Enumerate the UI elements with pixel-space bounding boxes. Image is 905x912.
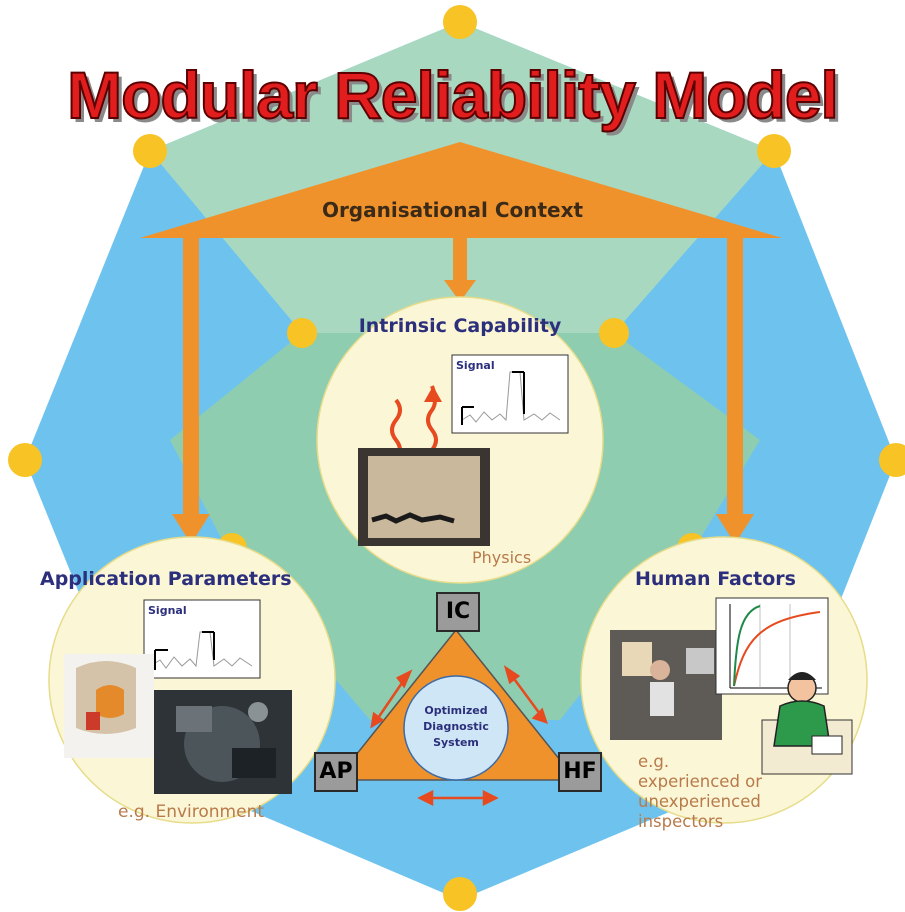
machinery-photo	[154, 690, 292, 794]
application-signal-chart: Signal	[143, 599, 261, 679]
wave-arrow-up-head	[424, 386, 442, 402]
organisational-context-roof	[140, 142, 782, 238]
optimized-system-circle	[403, 675, 509, 781]
physics-caption: Physics	[472, 548, 532, 567]
ap-label-box: AP	[314, 752, 358, 792]
inner-dot-left	[287, 318, 317, 348]
human-caption-line: inspectors	[638, 812, 724, 831]
environment-caption: e.g. Environment	[118, 802, 265, 822]
arrow-right-head-top	[503, 665, 521, 685]
human-caption-line: experienced or	[638, 772, 763, 791]
human-factors-caption: e.g. experienced or unexperienced inspec…	[638, 752, 762, 832]
center-line-1: Optimized	[424, 704, 487, 717]
diagram-title: Modular Reliability Model	[66, 58, 840, 132]
specimen-photo	[358, 448, 490, 546]
arrow-right-head-bottom	[531, 707, 548, 724]
arrow-left-line	[376, 679, 406, 719]
arrow-shaft-center	[453, 236, 467, 282]
vertex-dot-left	[8, 443, 42, 477]
vertex-dot-top	[443, 5, 477, 39]
human-caption-line: e.g.	[638, 752, 670, 771]
arrow-shaft-left	[183, 236, 199, 516]
hf-label-box: HF	[558, 752, 602, 792]
vertex-dot-right	[879, 443, 905, 477]
arrow-head-center	[444, 280, 476, 302]
vertex-dot-top-left	[133, 134, 167, 168]
inner-dot-right	[599, 318, 629, 348]
arrow-right-line	[510, 675, 542, 715]
intrinsic-signal-label: Signal	[456, 359, 495, 372]
vertex-dot-bottom	[443, 877, 477, 911]
human-caption-line: unexperienced	[638, 792, 761, 811]
application-parameters-heading: Application Parameters	[40, 568, 292, 590]
organisational-context-label: Organisational Context	[321, 198, 584, 222]
context-arrows	[172, 236, 754, 544]
vertex-dots	[8, 5, 905, 911]
intrinsic-capability-heading: Intrinsic Capability	[358, 315, 562, 337]
workstation-photo	[610, 630, 722, 740]
component-model-image	[64, 654, 154, 758]
arrow-bottom-head-right	[482, 789, 499, 807]
application-signal-label: Signal	[148, 604, 187, 617]
center-line-2: Diagnostic	[423, 720, 489, 733]
interaction-arrows	[370, 665, 548, 807]
arrow-left-head-bottom	[370, 711, 385, 729]
arrow-shaft-right	[727, 236, 743, 516]
arrow-head-left	[172, 514, 210, 544]
arrow-left-head-top	[396, 669, 413, 689]
human-factors-heading: Human Factors	[635, 568, 796, 590]
inspector-illustration	[761, 672, 853, 775]
arrow-bottom-head-left	[417, 789, 434, 807]
arrow-head-right	[716, 514, 754, 544]
ic-label-box: IC	[436, 592, 480, 632]
vertex-dot-top-right	[757, 134, 791, 168]
intrinsic-signal-chart: Signal	[451, 354, 569, 434]
center-line-3: System	[433, 736, 479, 749]
